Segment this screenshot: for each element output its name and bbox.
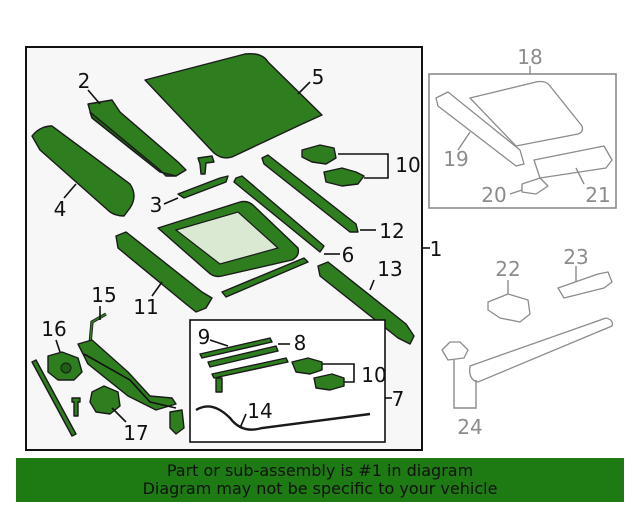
leader-10-lower [322,363,355,383]
leader-3 [163,197,179,205]
part-3-rod[interactable] [177,175,229,199]
part-6-rail[interactable] [233,175,325,253]
part-12-rail[interactable] [261,154,359,233]
lower-rail[interactable] [221,257,309,298]
leader-11 [151,281,163,297]
leader-21 [575,167,585,185]
part-23-arm[interactable] [557,271,613,299]
part-22-bracket[interactable] [487,293,531,323]
leader-20 [509,189,523,195]
part-17-bracket[interactable] [89,385,121,415]
callout-20: 20 [481,183,506,207]
footer-banner: Part or sub-assembly is #1 in diagram Di… [16,458,624,502]
callout-12: 12 [379,219,404,243]
leader-2 [87,89,101,105]
callout-7: 7 [392,387,405,411]
callout-2: 2 [78,69,91,93]
callout-22: 22 [495,257,520,281]
part-15-cable-inner [89,313,107,345]
callout-14: 14 [247,399,272,423]
callout-13: 13 [377,257,402,281]
part-13-rail[interactable] [317,261,415,345]
seal-strip[interactable] [211,357,289,379]
leader-14 [239,413,247,429]
housing-opening [174,211,280,265]
screw-icon [71,397,81,417]
footer-line-2: Diagram may not be specific to your vehi… [142,479,498,498]
callout-10-upper: 10 [395,153,420,177]
leader-19 [457,131,471,151]
part-24-plug[interactable] [441,341,469,361]
callout-24: 24 [457,415,482,439]
part-10-clip-lower-a[interactable] [291,357,323,375]
bolt-icon [197,155,215,175]
callout-5: 5 [312,65,325,89]
part-10-clip-upper-a[interactable] [301,144,337,165]
leader-13 [369,279,375,291]
part-24-strip[interactable] [469,317,614,383]
callout-3: 3 [150,193,163,217]
leader-16 [55,339,61,353]
leader-4 [63,183,77,199]
callout-10-lower: 10 [361,363,386,387]
part-10-clip-lower-b[interactable] [313,373,345,391]
callout-6: 6 [342,243,355,267]
leader-5 [297,81,311,95]
callout-1: 1 [430,237,443,261]
callout-17: 17 [123,421,148,445]
callout-19: 19 [443,147,468,171]
motor-hub [60,362,72,374]
callout-4: 4 [54,197,67,221]
drain-tube-frame[interactable] [77,339,177,411]
left-rod[interactable] [31,359,77,437]
part-5-glass-panel[interactable] [144,52,323,159]
part-2-edge [89,111,177,177]
callout-16: 16 [41,317,66,341]
footer-line-1: Part or sub-assembly is #1 in diagram [166,461,474,480]
callout-8: 8 [294,331,307,355]
callout-11: 11 [133,295,158,319]
small-clip[interactable] [169,409,185,435]
part-19-frame[interactable] [435,91,525,167]
drain-tube-line [83,353,177,409]
small-pin [215,377,223,393]
part-10-clip-upper-b[interactable] [323,167,365,187]
leader-10-upper [338,153,389,179]
callout-9: 9 [198,325,211,349]
callout-23: 23 [563,245,588,269]
callout-15: 15 [91,283,116,307]
callout-18: 18 [517,45,542,69]
part-8-strip[interactable] [207,345,279,368]
part-9-strip[interactable] [199,337,273,359]
callout-21: 21 [585,183,610,207]
part-18-panel[interactable] [469,80,584,147]
part-14-hose[interactable] [195,405,371,431]
part-4-sunshade[interactable] [31,125,135,217]
part-21-trim[interactable] [533,145,613,179]
part-11-rail[interactable] [115,231,213,313]
leader-24 [453,360,477,409]
leader-9 [209,339,229,347]
leader-17 [111,407,127,423]
